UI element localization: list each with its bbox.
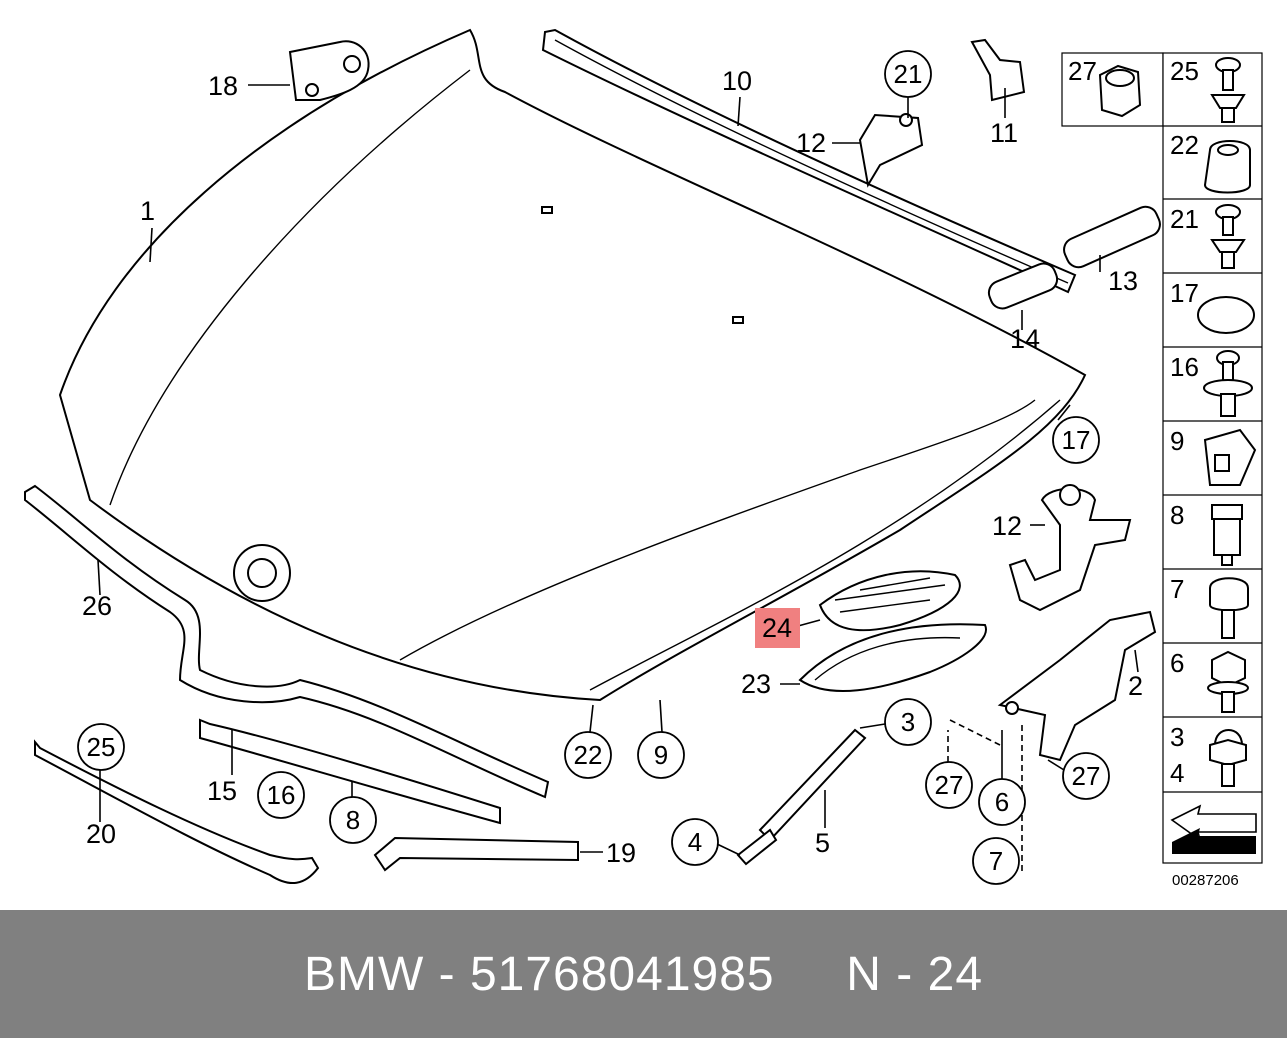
grommet-icon [1197, 296, 1255, 334]
expansion-rivet-icon [1210, 57, 1246, 123]
label-13: 13 [1108, 266, 1138, 296]
highlight-box [755, 608, 800, 648]
circle-label-16: 16 [257, 771, 305, 819]
svg-text:6: 6 [995, 787, 1009, 817]
position-label: N - 24 [846, 947, 984, 1001]
legend-cell-21: 21 [1170, 204, 1199, 234]
hex-nut-icon [1098, 64, 1142, 118]
label-1: 1 [140, 196, 155, 226]
hinge-12-mid [1008, 484, 1132, 612]
svg-text:7: 7 [989, 846, 1003, 876]
bracket-18 [288, 40, 370, 101]
bolt-icon [1209, 577, 1249, 639]
circle-label-21: 21 [884, 50, 932, 98]
hinge-2 [997, 610, 1157, 762]
label-15: 15 [207, 776, 237, 806]
fastener-legend: 27 25 22 21 17 16 9 8 7 6 3 4 [1061, 52, 1263, 889]
clip-11 [970, 38, 1026, 102]
circle-label-4: 4 [671, 818, 719, 866]
part-footer-bar: BMW - 51768041985 N - 24 [0, 910, 1287, 1038]
label-19: 19 [606, 838, 636, 868]
svg-text:16: 16 [267, 780, 296, 810]
label-14: 14 [1010, 324, 1040, 354]
circle-label-27-left: 27 [925, 761, 973, 809]
circled-labels: 21 17 22 9 3 4 27 6 [77, 50, 1110, 885]
legend-cell-8: 8 [1170, 500, 1184, 530]
label-20: 20 [86, 819, 116, 849]
seal-strip-10 [541, 28, 1077, 294]
label-2: 2 [1128, 671, 1143, 701]
parts-diagram: 18 1 10 12 11 13 14 26 12 23 2 5 19 20 1… [24, 28, 1263, 889]
seal-26 [24, 484, 550, 799]
image-code: 00287206 [1172, 872, 1239, 889]
legend-cell-27: 27 [1068, 56, 1097, 86]
legend-cell-16: 16 [1170, 352, 1199, 382]
seal-piece-13 [1063, 205, 1161, 269]
circle-label-9: 9 [637, 731, 685, 779]
svg-text:27: 27 [935, 770, 964, 800]
stud-icon [1211, 504, 1243, 566]
circle-label-3: 3 [884, 698, 932, 746]
svg-text:25: 25 [87, 732, 116, 762]
bracket-12-top [858, 113, 924, 188]
insulation-24 [818, 570, 961, 632]
label-10: 10 [722, 66, 752, 96]
plain-labels: 18 1 10 12 11 13 14 26 12 23 2 5 19 20 1… [82, 66, 1143, 868]
hood-part [58, 28, 1087, 702]
legend-cell-9: 9 [1170, 426, 1184, 456]
legend-cell-4: 4 [1170, 758, 1184, 788]
circle-label-22: 22 [564, 731, 612, 779]
seal-piece-14 [987, 262, 1059, 310]
circle-label-17: 17 [1052, 416, 1100, 464]
separator: - [438, 947, 456, 1001]
label-12-top: 12 [796, 128, 826, 158]
legend-cell-25: 25 [1170, 56, 1199, 86]
legend-cell-7: 7 [1170, 574, 1184, 604]
hex-bolt-icon [1207, 650, 1249, 713]
legend-cell-22: 22 [1170, 130, 1199, 160]
clip-screw-icon [1203, 350, 1253, 417]
svg-text:9: 9 [654, 740, 668, 770]
circle-label-27-right: 27 [1062, 752, 1110, 800]
gas-strut-5 [736, 728, 867, 866]
legend-cell-3: 3 [1170, 722, 1184, 752]
leader-lines [97, 84, 1139, 875]
circle-label-7: 7 [972, 837, 1020, 885]
label-24: 24 [762, 613, 792, 643]
cap-nut-icon [1209, 729, 1247, 787]
legend-cell-6: 6 [1170, 648, 1184, 678]
label-18: 18 [208, 71, 238, 101]
push-rivet-icon [1210, 204, 1246, 269]
svg-text:21: 21 [894, 59, 923, 89]
label-12-mid: 12 [992, 511, 1022, 541]
label-26: 26 [82, 591, 112, 621]
svg-text:8: 8 [346, 805, 360, 835]
label-11: 11 [990, 118, 1018, 148]
bracket-15 [199, 718, 501, 825]
svg-text:17: 17 [1062, 425, 1091, 455]
part-number: 51768041985 [469, 947, 775, 1001]
highlight-24: 24 [755, 608, 800, 648]
svg-text:3: 3 [901, 707, 915, 737]
label-5: 5 [815, 828, 830, 858]
label-23: 23 [741, 669, 771, 699]
circle-label-6: 6 [978, 778, 1026, 826]
footer-text: BMW - 51768041985 N - 24 [304, 947, 983, 1002]
brand-label: BMW [303, 947, 425, 1001]
svg-text:4: 4 [688, 827, 702, 857]
svg-text:22: 22 [574, 740, 603, 770]
seal-20 [34, 739, 320, 884]
circle-label-25: 25 [77, 723, 125, 771]
legend-cell-17: 17 [1170, 278, 1199, 308]
seal-23 [798, 623, 987, 692]
rubber-buffer-icon [1203, 140, 1251, 194]
spring-clip-icon [1203, 428, 1257, 486]
hose-19 [373, 836, 579, 872]
direction-arrow-icon [1170, 804, 1257, 854]
circle-label-8: 8 [329, 796, 377, 844]
svg-text:27: 27 [1072, 761, 1101, 791]
